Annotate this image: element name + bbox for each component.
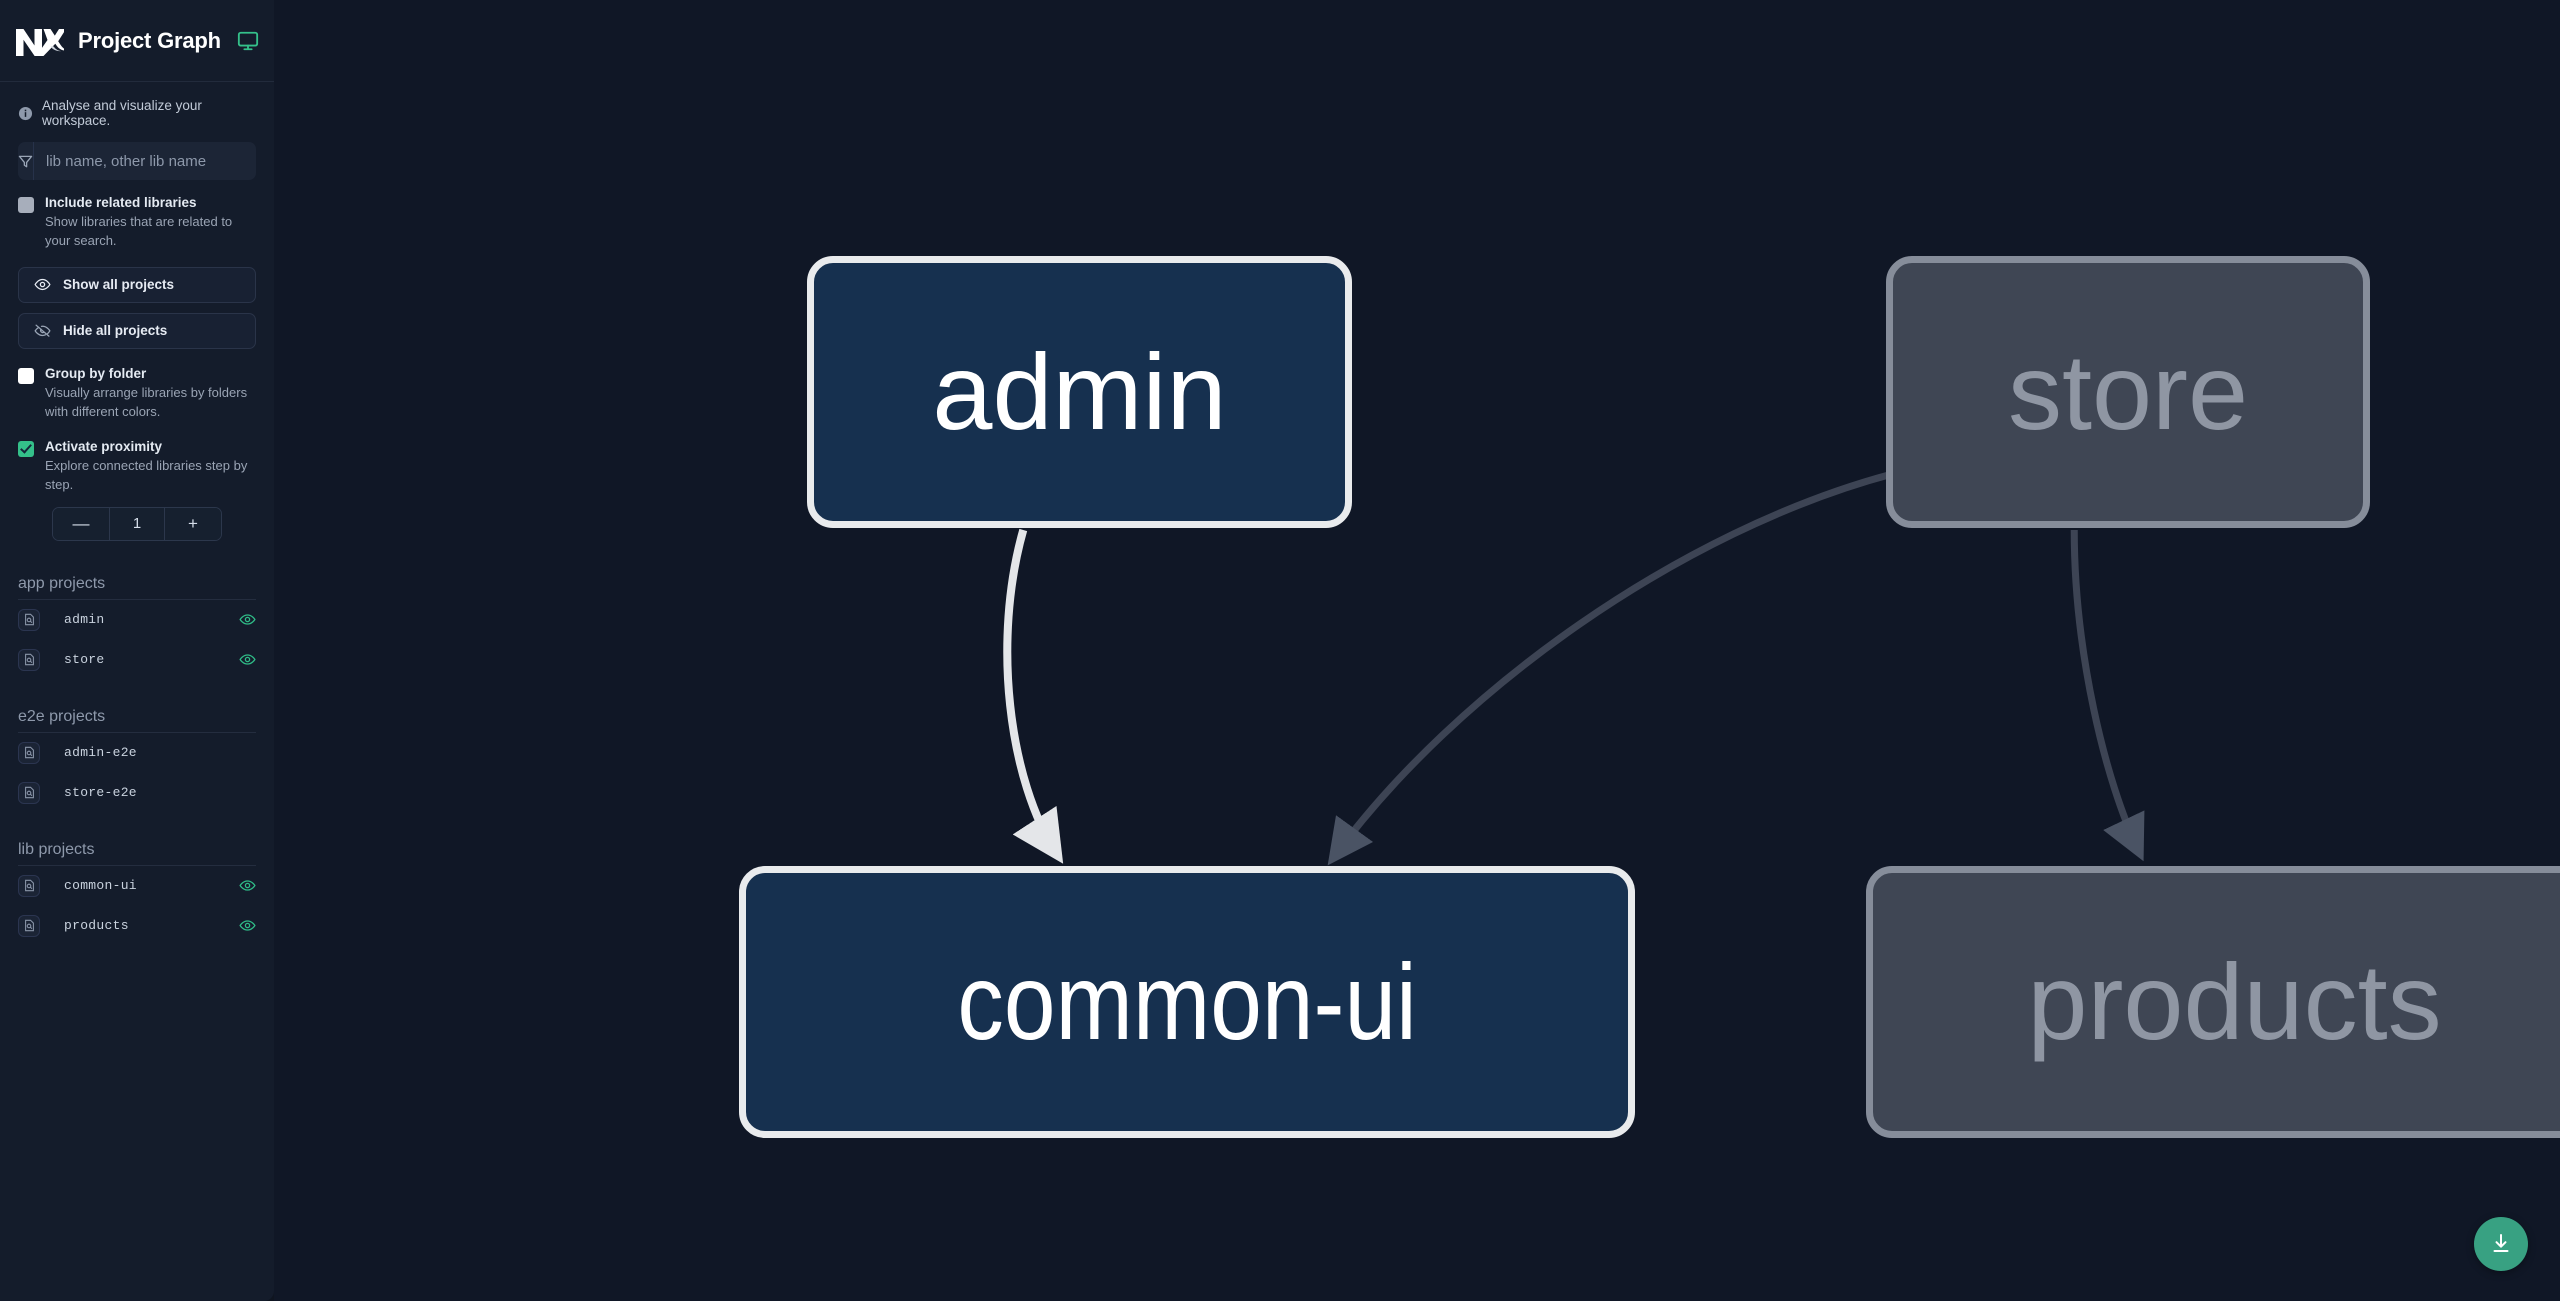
project-name: store-e2e [64, 785, 137, 801]
nx-logo [14, 24, 68, 58]
project-visibility-eye-icon[interactable] [239, 917, 256, 934]
sidebar-scroll-content: Project Graph Analyse and visual [0, 0, 274, 1301]
proximity-value: 1 [109, 507, 165, 540]
graph-node-store[interactable]: store [1886, 256, 2370, 528]
project-name: store [64, 652, 105, 668]
eye-icon [34, 276, 51, 293]
project-name: admin [64, 612, 105, 628]
option-include-related-libraries[interactable]: Include related libraries Show libraries… [0, 180, 274, 251]
graph-canvas[interactable]: admin store common-ui products [274, 0, 2560, 1301]
graph-edges [1003, 470, 2145, 866]
project-row-store-e2e[interactable]: store-e2e [18, 773, 256, 813]
project-visibility-eye-icon[interactable] [239, 651, 256, 668]
graph-node-admin[interactable]: admin [807, 256, 1352, 528]
graph-node-common-ui[interactable]: common-ui [739, 866, 1635, 1138]
project-group-title: app projects [18, 575, 256, 600]
project-group-lib: lib projects common-ui [0, 841, 274, 946]
option-description: Show libraries that are related to your … [45, 214, 233, 249]
project-group-app: app projects admin [0, 575, 274, 680]
project-row-products[interactable]: products [18, 906, 256, 946]
proximity-increment-button[interactable]: + [165, 507, 221, 540]
search-box [18, 142, 256, 180]
filter-icon[interactable] [18, 142, 34, 180]
project-group-e2e: e2e projects admin-e2e [0, 708, 274, 813]
option-title: Include related libraries [45, 195, 197, 210]
edge-store-to-products [2070, 529, 2145, 862]
project-type-icon [18, 648, 40, 671]
eye-off-icon [34, 322, 51, 339]
show-all-projects-button[interactable]: Show all projects [18, 266, 256, 303]
project-visibility-eye-icon[interactable] [239, 611, 256, 628]
download-icon [2493, 1234, 2509, 1252]
project-name: admin-e2e [64, 745, 137, 761]
bulk-visibility-buttons: Show all projects Hide all projects [0, 251, 274, 349]
sidebar-header: Project Graph [0, 0, 274, 82]
project-group-title: e2e projects [18, 708, 256, 733]
project-type-icon [18, 874, 40, 897]
tagline: Analyse and visualize your workspace. [0, 82, 274, 142]
graph-node-label: common-ui [957, 941, 1417, 1062]
option-description: Explore connected libraries step by step… [45, 458, 248, 492]
hide-all-projects-button[interactable]: Hide all projects [18, 312, 256, 349]
search-input[interactable] [34, 142, 256, 180]
download-graph-button[interactable] [2474, 1217, 2528, 1271]
edge-store-to-common-ui [1327, 470, 1894, 866]
project-type-icon [18, 781, 40, 804]
project-row-store[interactable]: store [18, 640, 256, 680]
proximity-stepper-wrap: — 1 + [0, 495, 274, 541]
monitor-icon[interactable] [237, 30, 259, 52]
graph-node-label: store [2007, 331, 2249, 452]
project-type-icon [18, 914, 40, 937]
option-title: Group by folder [45, 365, 147, 381]
project-type-icon [18, 741, 40, 764]
edge-admin-to-common-ui [1003, 528, 1064, 864]
project-row-admin-e2e[interactable]: admin-e2e [18, 733, 256, 773]
option-group-by-folder[interactable]: Group by folder Visually arrange librari… [0, 349, 274, 422]
graph-node-label: products [2027, 941, 2442, 1062]
option-title: Activate proximity [45, 438, 163, 454]
graph-node-label: admin [932, 331, 1227, 452]
project-row-admin[interactable]: admin [18, 600, 256, 640]
graph-node-products[interactable]: products [1866, 866, 2560, 1138]
sidebar: Project Graph Analyse and visual [0, 0, 274, 1301]
project-name: products [64, 918, 129, 934]
search-section [0, 142, 274, 180]
project-type-icon [18, 608, 40, 631]
show-all-projects-label: Show all projects [63, 277, 175, 293]
proximity-stepper: — 1 + [52, 506, 222, 541]
option-description: Visually arrange libraries by folders wi… [45, 385, 248, 419]
option-activate-proximity[interactable]: Activate proximity Explore connected lib… [0, 422, 274, 495]
info-icon [18, 106, 33, 121]
tagline-text: Analyse and visualize your workspace. [42, 98, 202, 128]
project-visibility-eye-icon[interactable] [239, 877, 256, 894]
hide-all-projects-label: Hide all projects [63, 323, 168, 339]
group-by-folder-checkbox[interactable] [18, 367, 34, 384]
proximity-decrement-button[interactable]: — [53, 507, 109, 540]
include-related-libraries-checkbox[interactable] [18, 197, 34, 213]
project-row-common-ui[interactable]: common-ui [18, 866, 256, 906]
page-title: Project Graph [78, 27, 221, 53]
activate-proximity-checkbox[interactable] [18, 440, 34, 457]
project-name: common-ui [64, 878, 137, 894]
project-group-title: lib projects [18, 841, 256, 866]
